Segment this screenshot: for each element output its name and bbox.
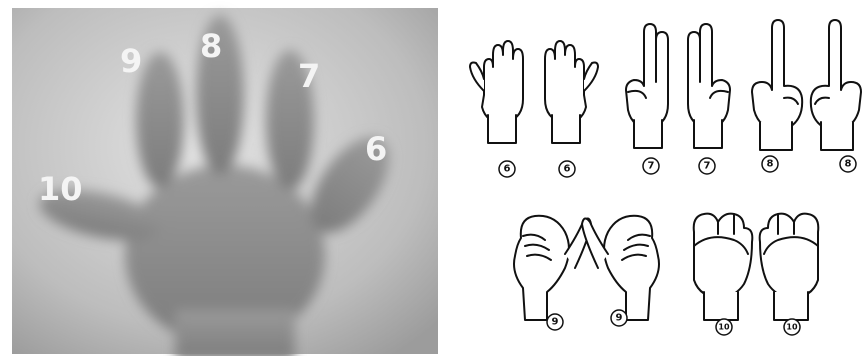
hand-eight-left-drawing [752, 20, 802, 150]
finger-label-7: 7 [298, 57, 320, 95]
hand-photo: 9 8 7 6 10 [12, 8, 438, 356]
finger-label-10: 10 [38, 170, 83, 208]
svg-text:8: 8 [767, 159, 774, 170]
finger-label-9: 9 [120, 42, 142, 80]
hand-six-left-drawing [470, 41, 523, 143]
svg-text:6: 6 [564, 164, 571, 175]
hand-ten-right-drawing [760, 214, 819, 320]
hand-seven-right-drawing [688, 24, 730, 148]
badge-10b: 10 [784, 319, 800, 335]
hand-ten-left-drawing [694, 214, 753, 320]
badge-7a: 7 [643, 158, 659, 174]
svg-text:8: 8 [845, 159, 852, 170]
svg-text:9: 9 [616, 313, 623, 324]
finger-label-6: 6 [365, 130, 387, 168]
hand-nine-right-drawing [582, 216, 659, 320]
illustration-top-row: 6 6 7 7 8 8 [470, 20, 861, 177]
badge-6a: 6 [499, 161, 515, 177]
badge-7b: 7 [699, 158, 715, 174]
badge-6b: 6 [559, 161, 575, 177]
finger-label-8: 8 [200, 27, 222, 65]
svg-text:10: 10 [786, 323, 798, 332]
svg-text:7: 7 [704, 161, 711, 172]
svg-text:10: 10 [718, 323, 730, 332]
hand-seven-left-drawing [626, 24, 668, 148]
badge-10a: 10 [716, 319, 732, 335]
badge-8a: 8 [762, 156, 778, 172]
hand-nine-left-drawing [514, 216, 591, 320]
svg-text:6: 6 [504, 164, 511, 175]
svg-text:7: 7 [648, 161, 655, 172]
badge-8b: 8 [840, 156, 856, 172]
badge-9b: 9 [611, 310, 627, 326]
hand-six-right-drawing [545, 41, 598, 143]
badge-9a: 9 [547, 314, 563, 330]
illustration-bottom-row: 9 9 10 10 [514, 214, 818, 335]
hand-eight-right-drawing [811, 20, 861, 150]
svg-text:9: 9 [552, 317, 559, 328]
